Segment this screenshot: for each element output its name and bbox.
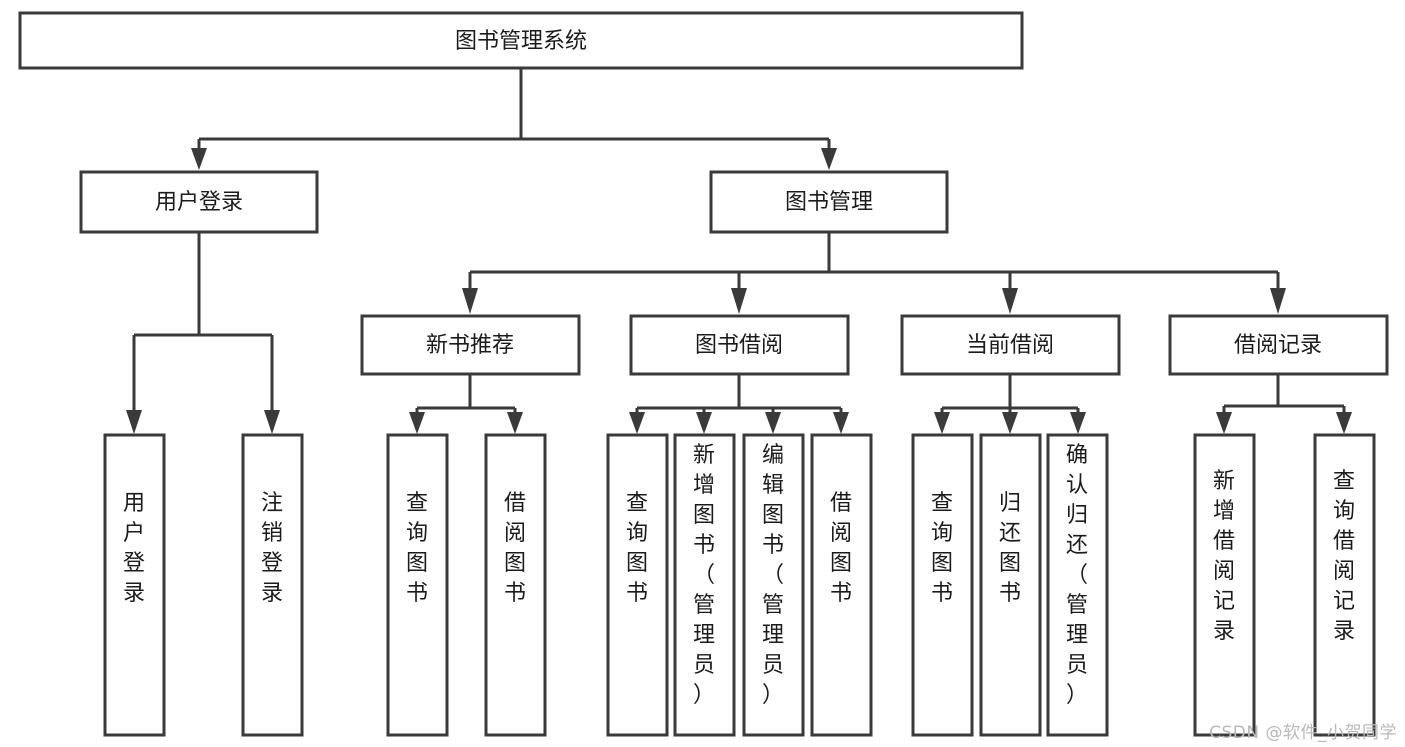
- arrow-to-leaf-edit-book: [765, 412, 781, 434]
- leaf-query-book-1-label: 查询图书: [406, 491, 428, 606]
- arrow-to-leaf-borrow-book-2: [833, 412, 849, 434]
- leaf-user-login-label: 用户登录: [123, 491, 145, 606]
- arrow-to-new-book: [462, 288, 478, 314]
- arrow-to-leaf-add-book: [696, 412, 712, 434]
- node-book-borrow-label: 图书借阅: [695, 333, 783, 358]
- leaf-confirm-return-admin[interactable]: 确认归还（管理员）: [1046, 433, 1109, 737]
- arrow-to-current-borrow: [1002, 288, 1018, 314]
- node-current-borrow[interactable]: 当前借阅: [900, 314, 1121, 376]
- arrow-to-leaf-confirm-return: [1070, 412, 1086, 434]
- leaf-query-book-1-box[interactable]: [386, 433, 449, 737]
- leaf-query-book-3[interactable]: 查询图书: [911, 433, 974, 737]
- node-root-box[interactable]: [18, 11, 1024, 70]
- leaf-edit-book-admin-label: 编辑图书（管理员）: [762, 443, 784, 708]
- connectors-layer: [126, 68, 1352, 434]
- node-user-login-box[interactable]: [79, 170, 319, 234]
- node-book-borrow-box[interactable]: [629, 314, 850, 376]
- arrow-root-to-book-mgmt: [821, 148, 837, 170]
- leaf-borrow-book-1-box[interactable]: [484, 433, 547, 737]
- arrow-to-leaf-query-record: [1336, 412, 1352, 434]
- node-new-book-recommend[interactable]: 新书推荐: [360, 314, 581, 376]
- leaf-add-book-admin-label: 新增图书（管理员）: [693, 443, 715, 708]
- leaf-borrow-book-2-box[interactable]: [810, 433, 873, 737]
- node-root[interactable]: 图书管理系统: [18, 11, 1024, 70]
- leaf-add-book-admin[interactable]: 新增图书（管理员）: [673, 433, 736, 737]
- leaf-return-book-box[interactable]: [979, 433, 1042, 737]
- leaf-borrow-book-2-label: 借阅图书: [830, 491, 852, 606]
- leaf-query-book-1[interactable]: 查询图书: [386, 433, 449, 737]
- leaf-borrow-book-2[interactable]: 借阅图书: [810, 433, 873, 737]
- node-new-book-recommend-label: 新书推荐: [426, 333, 514, 358]
- arrow-to-book-borrow: [731, 288, 747, 314]
- leaf-query-book-3-box[interactable]: [911, 433, 974, 737]
- node-book-management-box[interactable]: [709, 170, 949, 234]
- node-book-borrow[interactable]: 图书借阅: [629, 314, 850, 376]
- node-current-borrow-box[interactable]: [900, 314, 1121, 376]
- node-book-management-label: 图书管理: [785, 190, 873, 215]
- node-borrow-record-box[interactable]: [1168, 314, 1389, 376]
- arrow-root-to-user-login: [191, 148, 207, 170]
- node-book-management[interactable]: 图书管理: [709, 170, 949, 234]
- leaf-borrow-book-1-label: 借阅图书: [504, 491, 526, 606]
- node-current-borrow-label: 当前借阅: [966, 333, 1054, 358]
- leaf-logout-label: 注销登录: [261, 491, 283, 606]
- leaf-query-borrow-record-label: 查询借阅记录: [1333, 469, 1355, 644]
- leaf-add-borrow-record[interactable]: 新增借阅记录: [1193, 433, 1256, 737]
- leaf-return-book-label: 归还图书: [999, 491, 1021, 606]
- leaf-query-book-3-label: 查询图书: [931, 491, 953, 606]
- leaf-confirm-return-admin-label: 确认归还（管理员）: [1066, 443, 1088, 708]
- leaf-query-borrow-record-box[interactable]: [1313, 433, 1376, 737]
- node-borrow-record-label: 借阅记录: [1234, 333, 1322, 358]
- leaf-return-book[interactable]: 归还图书: [979, 433, 1042, 737]
- arrow-to-leaf-add-record: [1216, 412, 1232, 434]
- arrow-to-leaf-query-book-2: [629, 412, 645, 434]
- leaf-confirm-return-admin-box[interactable]: [1046, 433, 1109, 737]
- leaf-edit-book-admin-box[interactable]: [742, 433, 805, 737]
- arrow-to-borrow-record: [1270, 288, 1286, 314]
- leaf-user-login-box[interactable]: [103, 433, 166, 737]
- node-borrow-record[interactable]: 借阅记录: [1168, 314, 1389, 376]
- arrow-to-leaf-return-book: [1002, 412, 1018, 434]
- arrow-to-leaf-user-login: [126, 410, 142, 434]
- node-user-login[interactable]: 用户登录: [79, 170, 319, 234]
- node-new-book-recommend-box[interactable]: [360, 314, 581, 376]
- arrow-to-leaf-query-book-1: [409, 412, 425, 434]
- leaf-query-book-2[interactable]: 查询图书: [606, 433, 669, 737]
- leaf-add-borrow-record-label: 新增借阅记录: [1213, 469, 1235, 644]
- arrow-to-leaf-logout: [264, 410, 280, 434]
- node-user-login-label: 用户登录: [155, 190, 243, 215]
- leaf-user-login[interactable]: 用户登录: [103, 433, 166, 737]
- leaf-logout[interactable]: 注销登录: [241, 433, 304, 737]
- leaf-query-book-2-box[interactable]: [606, 433, 669, 737]
- leaf-query-borrow-record[interactable]: 查询借阅记录: [1313, 433, 1376, 737]
- arrow-to-leaf-query-book-3: [934, 412, 950, 434]
- node-root-label: 图书管理系统: [455, 29, 587, 54]
- leaf-borrow-book-1[interactable]: 借阅图书: [484, 433, 547, 737]
- leaf-query-book-2-label: 查询图书: [626, 491, 648, 606]
- leaf-add-book-admin-box[interactable]: [673, 433, 736, 737]
- arrow-to-leaf-borrow-book-1: [507, 412, 523, 434]
- leaf-add-borrow-record-box[interactable]: [1193, 433, 1256, 737]
- leaf-edit-book-admin[interactable]: 编辑图书（管理员）: [742, 433, 805, 737]
- leaf-logout-box[interactable]: [241, 433, 304, 737]
